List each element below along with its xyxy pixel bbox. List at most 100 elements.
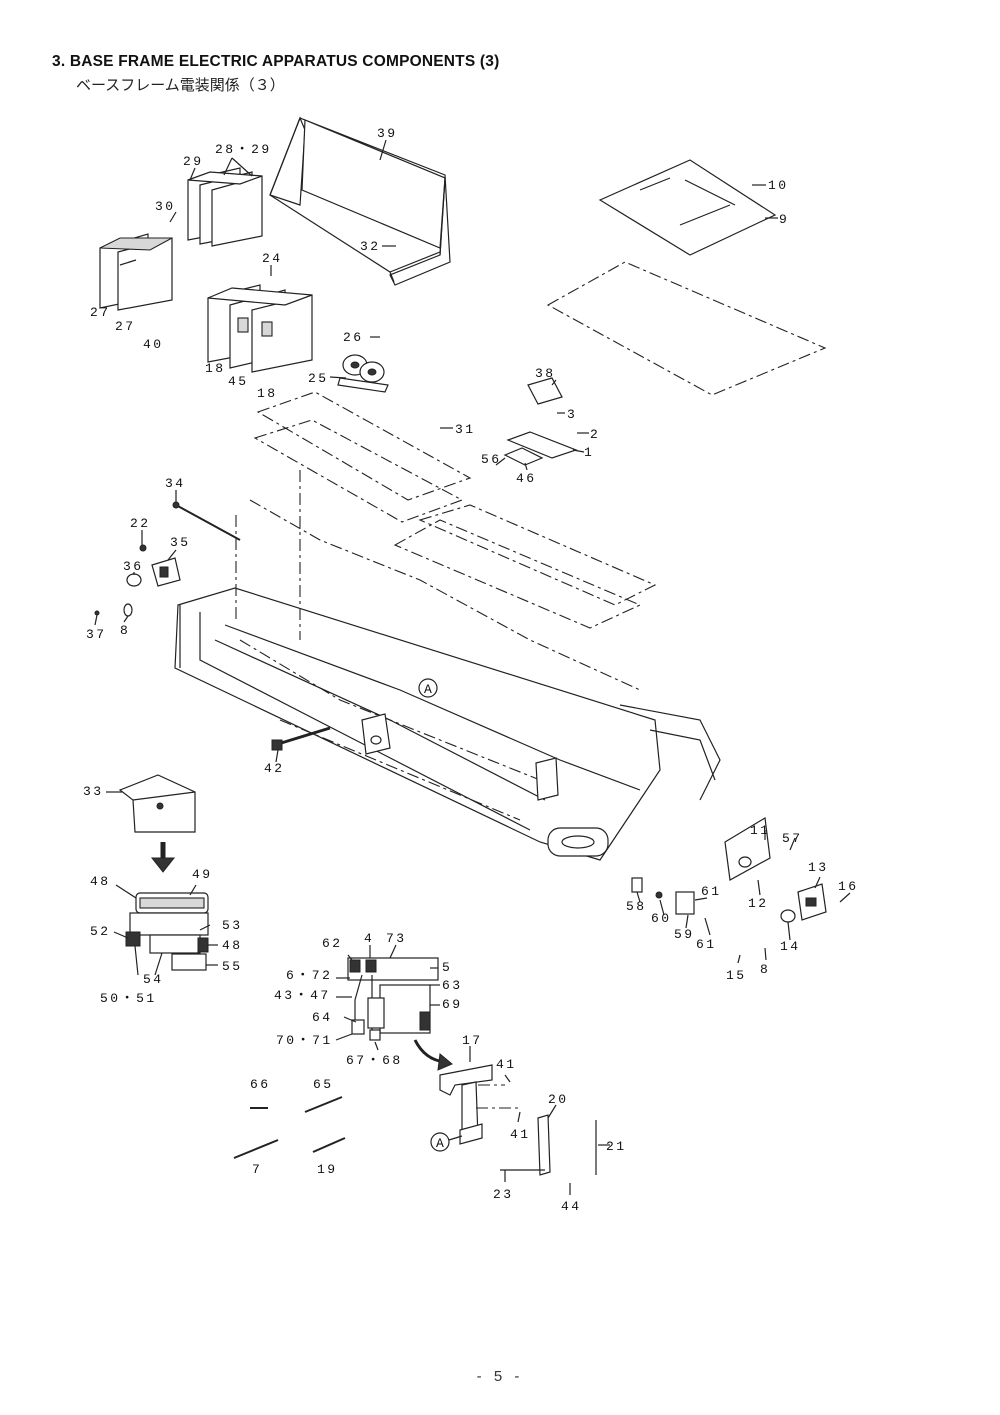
callout-8b: 8 [760,962,770,977]
callout-21: 21 [606,1139,627,1154]
callout-19: 19 [317,1162,338,1177]
callout-12: 12 [748,896,769,911]
part-33-bracket [118,774,196,833]
part-18-45-modules [207,284,313,373]
callout-49: 49 [192,867,213,882]
callout-2: 2 [590,427,600,442]
callout-3: 3 [567,407,577,422]
callout-11: 11 [750,823,771,838]
callout-28-29: 28・29 [215,142,272,157]
callout-62: 62 [322,936,343,951]
callout-55: 55 [222,959,243,974]
page-subtitle-japanese: ベースフレーム電装関係（３） [76,76,285,94]
callout-35: 35 [170,535,191,550]
callout-4: 4 [364,931,374,946]
callout-61a: 61 [701,884,722,899]
callout-38: 38 [535,366,556,381]
callout-18a: 18 [205,361,226,376]
callout-50-51: 50・51 [100,991,157,1006]
callout-60: 60 [651,911,672,926]
page-title: 3. BASE FRAME ELECTRIC APPARATUS COMPONE… [52,53,500,70]
callout-14: 14 [780,939,801,954]
part-38-46-1-bracket [503,377,578,466]
callout-64: 64 [312,1010,333,1025]
part-58-59-60-connectors [631,877,695,915]
part-11-mounting-plate [724,817,771,881]
callout-42: 42 [264,761,285,776]
callout-15: 15 [726,968,747,983]
callout-20: 20 [548,1092,569,1107]
reference-mark-a-frame [418,678,438,698]
callout-57: 57 [782,831,803,846]
part-19-tie [312,1137,346,1153]
callout-9: 9 [779,212,789,227]
callout-17: 17 [462,1033,483,1048]
callout-53: 53 [222,918,243,933]
callout-59: 59 [674,927,695,942]
reference-a-frame-label: A [424,682,434,697]
part-27-modules [99,233,173,311]
page-number: - 5 - [476,1368,524,1385]
part-13-switch-box [780,883,827,923]
callout-labels: 39 28・29 29 30 32 24 27 27 40 26 25 18 4… [83,126,856,1214]
callout-41a: 41 [496,1057,517,1072]
callout-73: 73 [386,931,407,946]
callout-58: 58 [626,899,647,914]
callout-23: 23 [493,1187,514,1202]
callout-56: 56 [481,452,502,467]
callout-43-47: 43・47 [274,988,331,1003]
callout-36: 36 [123,559,144,574]
callout-29: 29 [183,154,204,169]
part-35-switch-cluster [94,501,241,617]
part-42-bolt [271,726,331,751]
base-plates-outline [253,391,657,629]
callout-46: 46 [516,471,537,486]
cable-harness-assembly [347,957,439,1041]
callout-32: 32 [360,239,381,254]
callout-22: 22 [130,516,151,531]
mounting-plate-outline [546,261,827,396]
part-39-chassis-tray [269,116,451,286]
callout-48b: 48 [222,938,243,953]
callout-10: 10 [768,178,789,193]
callout-41b: 41 [510,1127,531,1142]
part-25-clamp [337,354,389,393]
callout-52: 52 [90,924,111,939]
callout-67-68: 67・68 [346,1053,403,1068]
leader-lines [94,139,851,1195]
part-65-tie [304,1096,343,1113]
callout-7: 7 [252,1162,262,1177]
callout-44: 44 [561,1199,582,1214]
callout-33: 33 [83,784,104,799]
callout-40: 40 [143,337,164,352]
callout-5: 5 [442,960,452,975]
callout-69: 69 [442,997,463,1012]
reference-mark-a-bracket [430,1132,463,1152]
callout-8a: 8 [120,623,130,638]
callout-30: 30 [155,199,176,214]
arrow-down-icon [150,842,176,873]
callout-34: 34 [165,476,186,491]
callout-66: 66 [250,1077,271,1092]
part-49-controller-module [125,892,209,971]
callout-13: 13 [808,860,829,875]
callout-25: 25 [308,371,329,386]
base-frame [174,470,721,861]
reference-a-bracket-label: A [436,1136,446,1151]
part-17-bracket [439,1064,493,1145]
part-20-bracket [537,1114,551,1176]
callout-18b: 18 [257,386,278,401]
callout-45: 45 [228,374,249,389]
callout-27a: 27 [90,305,111,320]
callout-24: 24 [262,251,283,266]
callout-37: 37 [86,627,107,642]
part-28-29-modules [187,167,263,247]
callout-27b: 27 [115,319,136,334]
callout-39: 39 [377,126,398,141]
curved-arrow-icon [413,1039,453,1071]
callout-26: 26 [343,330,364,345]
callout-1: 1 [584,445,594,460]
callout-63: 63 [442,978,463,993]
